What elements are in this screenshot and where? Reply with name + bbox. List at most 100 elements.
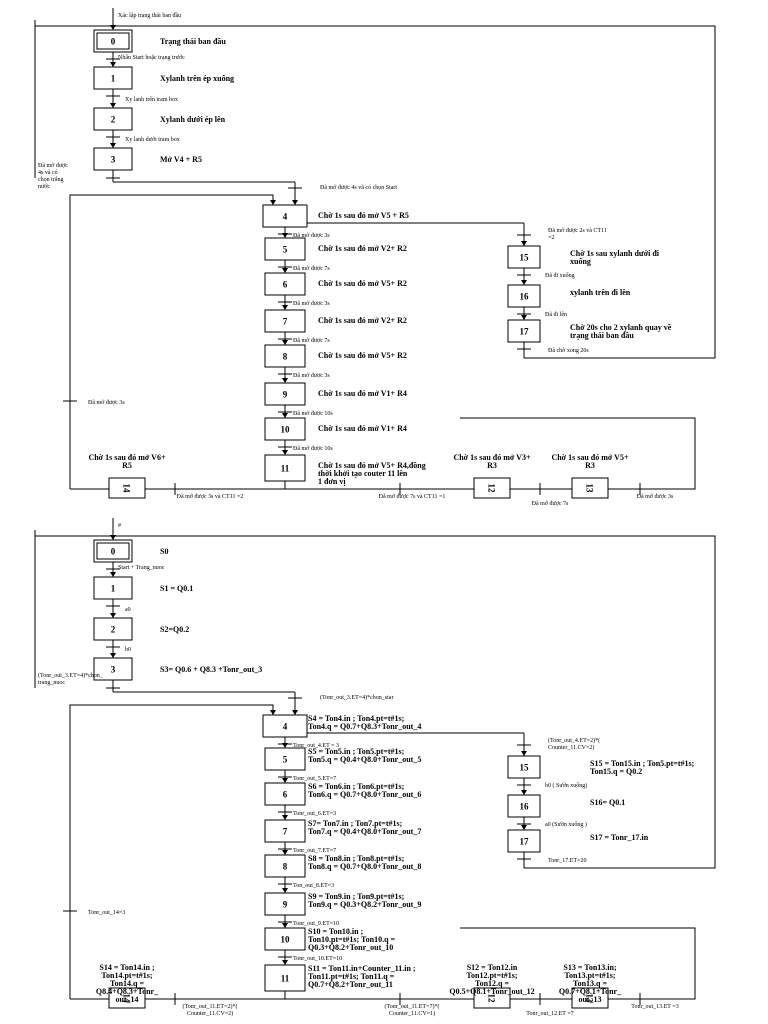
step-3: 3 — [93, 147, 133, 171]
arrow-head — [282, 268, 288, 273]
step-7: 7 — [264, 819, 306, 843]
loop-line — [34, 20, 716, 359]
step-number: 11 — [281, 974, 290, 984]
step-number: 1 — [111, 584, 116, 594]
loop-line — [460, 417, 696, 490]
label-text: S9 = Ton9.in ; Ton9.pt=t#1s;Ton9.q = Q0.… — [308, 892, 421, 909]
label-text: Chờ 1s sau đó mở V3+R3 — [453, 453, 531, 470]
step-number: 6 — [283, 280, 288, 290]
step-13: 13 — [571, 477, 609, 499]
step-number: 10 — [281, 425, 291, 435]
label-text: (Tonr_out_3.ET=4)*chon_trang_nuoc — [38, 672, 104, 686]
step-15: 15 — [507, 245, 541, 269]
label-text: Start + Trang_nuoc — [118, 565, 165, 571]
step-14: 14 — [108, 987, 146, 1009]
step-number: 1 — [111, 74, 116, 84]
label-text: Chờ 1s sau đó mở V5+ R2 — [318, 351, 407, 360]
step-number: 17 — [520, 327, 530, 337]
step-4: 4 — [262, 204, 308, 228]
label-text: S8 = Ton8.in ; Ton8.pt=t#1s;Ton8.q = Q0.… — [308, 854, 421, 871]
arrow-head — [282, 815, 288, 820]
label-text: Đã mở được 3s — [293, 233, 330, 239]
loop-line — [460, 927, 696, 1000]
label-text: Chờ 1s sau đó mở V6+R5 — [88, 453, 166, 470]
step-number: 7 — [283, 317, 288, 327]
step-5: 5 — [264, 747, 306, 771]
label-text: S2=Q0.2 — [160, 625, 189, 634]
label-text: Tonr_out_7.ET=7 — [293, 848, 336, 854]
label-text: Tonr_out_5.ET=7 — [293, 776, 336, 782]
label-text: Ton_out_8.ET=3 — [293, 883, 334, 889]
label-text: Chờ 1s sau đó mở V5 + R5 — [318, 211, 409, 220]
step-17: 17 — [507, 319, 541, 343]
step-number: 8 — [283, 352, 288, 362]
label-text: Tonr_out_9.ET=10 — [293, 921, 339, 927]
step-number: 3 — [111, 665, 116, 675]
arrow-head — [282, 923, 288, 928]
step-1: 1 — [93, 576, 133, 600]
label-text: Trạng thái ban đầu — [160, 37, 226, 46]
arrow-head — [110, 613, 116, 618]
step-number: 15 — [520, 253, 530, 263]
label-text: S15 = Ton15.in ; Ton5.pt=t#1s;Ton15.q = … — [590, 759, 695, 776]
label-text: Tonr_17.ET=20 — [548, 858, 586, 864]
label-text: Đã mở được 7s — [532, 501, 569, 507]
step-number: 4 — [283, 722, 288, 732]
label-text: Chờ 1s sau đó mở V1+ R4 — [318, 424, 407, 433]
step-11: 11 — [264, 454, 306, 482]
step-number: 16 — [520, 292, 530, 302]
arrow-head — [521, 280, 527, 285]
label-text: Chờ 1s sau đó mở V2+ R2 — [318, 244, 407, 253]
step-number: 3 — [111, 155, 116, 165]
step-number: 0 — [111, 547, 116, 557]
label-text: Đã mở được 7s — [293, 338, 330, 344]
label-text: Xy lanh trên tram box — [125, 97, 178, 103]
step-number: 9 — [283, 390, 288, 400]
label-text: Xác lập trạng thái ban đầu — [118, 12, 181, 19]
step-6: 6 — [264, 272, 306, 296]
diagram1: Xác lập trạng thái ban đầu 0 Trạng thái ba… — [34, 8, 716, 507]
label-text: S7= Ton7.in ; Ton7.pt=t#1s;Ton7.q = Q0.4… — [308, 819, 421, 836]
arrow-head — [282, 888, 288, 893]
label-text: Đã mở được 7s — [293, 266, 330, 272]
label-text: S0 — [160, 547, 168, 556]
step-9: 9 — [264, 892, 306, 916]
arrow-head — [270, 200, 276, 205]
step-number: 14 — [122, 484, 132, 494]
label-text: Đã mở được 10s — [293, 446, 333, 452]
arrow-head — [110, 62, 116, 67]
step-2: 2 — [93, 107, 133, 131]
step-number: 11 — [281, 464, 290, 474]
label-text: Đã mở được 4s và có chọn Start — [320, 185, 397, 191]
arrow-head — [110, 143, 116, 148]
step-number: 10 — [281, 935, 291, 945]
label-text: S16= Q0.1 — [590, 798, 625, 807]
label-text: (Tonr_out_11.ET=2)*(Counter_11.CV=2) — [183, 1003, 238, 1017]
label-text: (Tonr_out_4.ET=2)*(Counter_11.CV=2) — [548, 737, 600, 751]
label-text: Xylanh trên ép xuống — [160, 74, 234, 83]
label-text: Đã chờ xong 20s — [548, 348, 589, 354]
step-number: 0 — [111, 37, 116, 47]
step-number: 5 — [283, 755, 288, 765]
label-text: a0 — [125, 607, 131, 613]
label-text: # — [118, 523, 121, 529]
loop-line — [69, 194, 274, 489]
label-text: Chờ 1s sau đó mở V1+ R4 — [318, 389, 407, 398]
step-number: 2 — [111, 115, 116, 125]
step-number: 13 — [585, 484, 595, 494]
step-10: 10 — [264, 927, 306, 951]
step-6: 6 — [264, 782, 306, 806]
step-11: 11 — [264, 964, 306, 992]
label-text: b0 — [125, 647, 131, 653]
arrow-head — [521, 241, 527, 246]
label-text: Đã mở được 3s — [88, 400, 125, 406]
arrow-head — [282, 450, 288, 455]
label-text: Chờ 1s sau đó mở V2+ R2 — [318, 316, 407, 325]
label-text: Tonr_out_4.ET = 3 — [293, 743, 339, 749]
arrow-head — [521, 315, 527, 320]
